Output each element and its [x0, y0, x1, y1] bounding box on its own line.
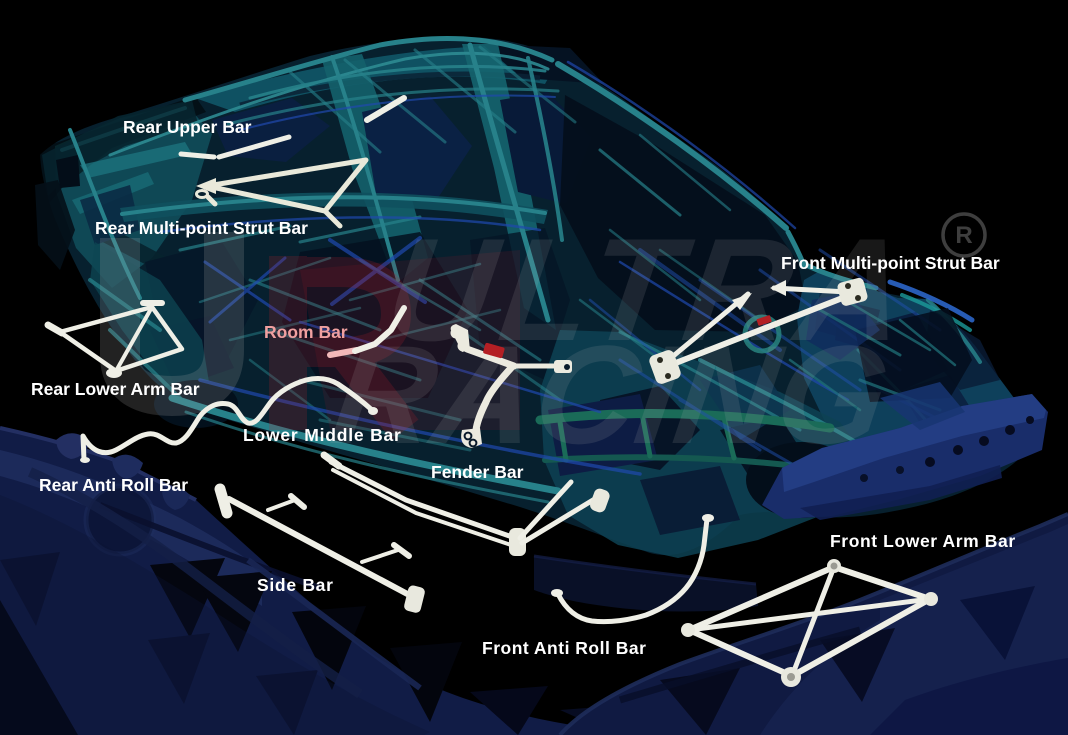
svg-text:Rear Anti Roll Bar: Rear Anti Roll Bar	[39, 475, 188, 495]
svg-text:RACING: RACING	[324, 317, 898, 473]
svg-text:R: R	[955, 222, 972, 249]
svg-text:Side Bar: Side Bar	[257, 575, 334, 595]
svg-text:Lower Middle Bar: Lower Middle Bar	[243, 425, 402, 445]
svg-text:Front Lower Arm Bar: Front Lower Arm Bar	[830, 531, 1016, 551]
svg-text:Front Multi-point Strut Bar: Front Multi-point Strut Bar	[781, 253, 1000, 273]
svg-text:Fender Bar: Fender Bar	[431, 462, 524, 482]
svg-text:Rear Upper Bar: Rear Upper Bar	[123, 117, 252, 137]
svg-text:Rear Lower Arm Bar: Rear Lower Arm Bar	[31, 379, 200, 399]
svg-text:Room Bar: Room Bar	[264, 322, 348, 342]
svg-text:Front Anti Roll Bar: Front Anti Roll Bar	[482, 638, 646, 658]
svg-text:Rear Multi-point Strut Bar: Rear Multi-point Strut Bar	[95, 218, 308, 238]
